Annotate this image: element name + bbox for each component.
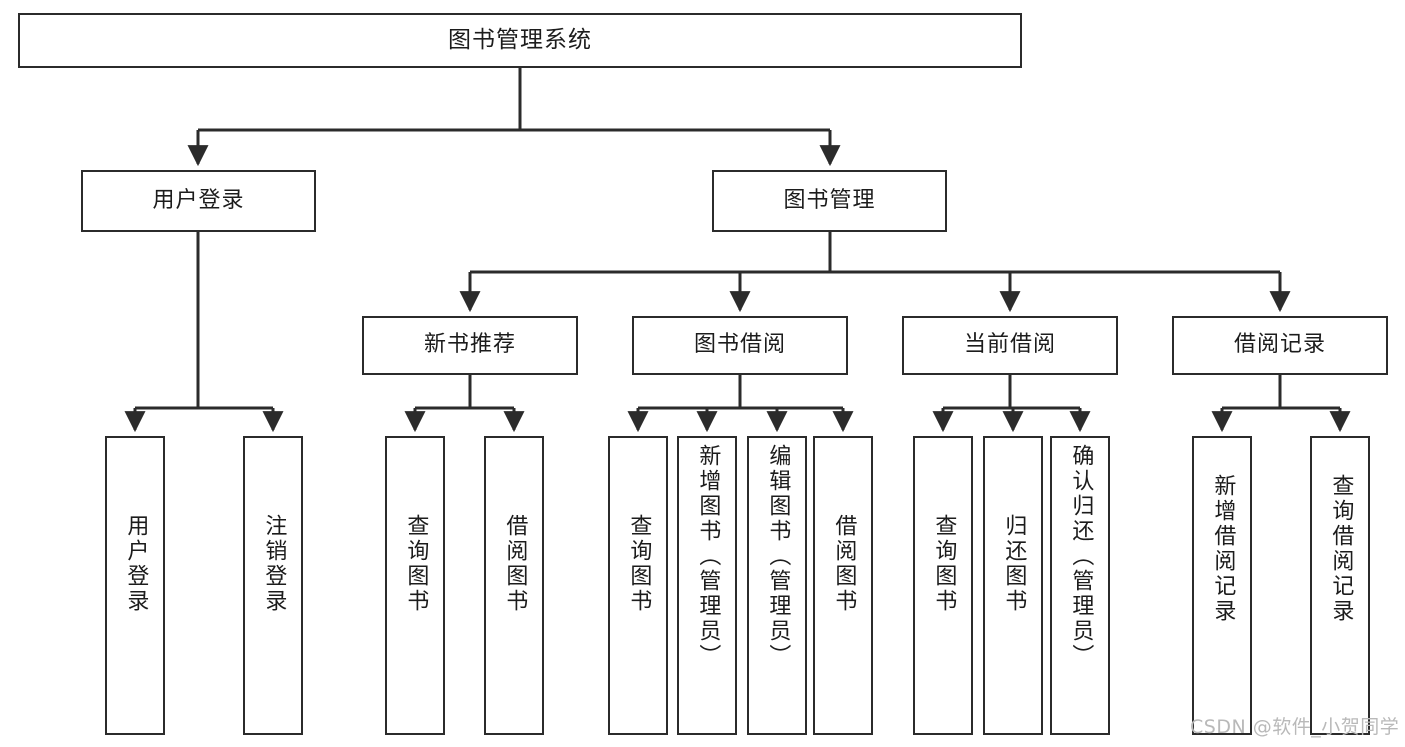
leaf-add-record-label: 新增借阅记录 xyxy=(1210,474,1236,624)
node-book-borrow[interactable]: 图书借阅 xyxy=(632,316,848,375)
leaf-borrow-book-1[interactable]: 借阅图书 xyxy=(484,436,544,735)
node-book-management[interactable]: 图书管理 xyxy=(712,170,947,232)
leaf-query-book-1-label: 查询图书 xyxy=(403,514,429,614)
node-user-login-label: 用户登录 xyxy=(152,187,245,213)
node-borrow-record-label: 借阅记录 xyxy=(1233,332,1326,358)
leaf-query-record[interactable]: 查询借阅记录 xyxy=(1310,436,1370,735)
leaf-query-book-2[interactable]: 查询图书 xyxy=(608,436,668,735)
node-new-book-recommend-label: 新书推荐 xyxy=(423,332,516,358)
node-book-management-label: 图书管理 xyxy=(783,187,876,213)
leaf-borrow-book-1-label: 借阅图书 xyxy=(502,514,528,614)
node-current-borrow-label: 当前借阅 xyxy=(963,332,1056,358)
leaf-add-book-label: 新增图书（管理员） xyxy=(695,444,721,669)
leaf-query-book-3[interactable]: 查询图书 xyxy=(913,436,973,735)
leaf-edit-book-label: 编辑图书（管理员） xyxy=(765,444,791,669)
leaf-query-book-3-label: 查询图书 xyxy=(931,514,957,614)
leaf-confirm-return[interactable]: 确认归还（管理员） xyxy=(1050,436,1110,735)
node-user-login[interactable]: 用户登录 xyxy=(81,170,316,232)
leaf-user-login[interactable]: 用户登录 xyxy=(105,436,165,735)
node-new-book-recommend[interactable]: 新书推荐 xyxy=(362,316,578,375)
leaf-logout-label: 注销登录 xyxy=(261,514,287,614)
leaf-query-book-1[interactable]: 查询图书 xyxy=(385,436,445,735)
leaf-add-record[interactable]: 新增借阅记录 xyxy=(1192,436,1252,735)
csdn-watermark: CSDN @软件_小贺同学 xyxy=(1190,716,1400,738)
leaf-return-book[interactable]: 归还图书 xyxy=(983,436,1043,735)
node-book-borrow-label: 图书借阅 xyxy=(693,332,786,358)
leaf-add-book[interactable]: 新增图书（管理员） xyxy=(677,436,737,735)
node-root-label: 图书管理系统 xyxy=(448,26,592,53)
leaf-edit-book[interactable]: 编辑图书（管理员） xyxy=(747,436,807,735)
node-current-borrow[interactable]: 当前借阅 xyxy=(902,316,1118,375)
leaf-query-record-label: 查询借阅记录 xyxy=(1328,474,1354,624)
leaf-return-book-label: 归还图书 xyxy=(1001,514,1027,614)
leaf-borrow-book-2[interactable]: 借阅图书 xyxy=(813,436,873,735)
leaf-user-login-label: 用户登录 xyxy=(123,514,149,614)
leaf-confirm-return-label: 确认归还（管理员） xyxy=(1068,444,1094,669)
leaf-query-book-2-label: 查询图书 xyxy=(626,514,652,614)
leaf-borrow-book-2-label: 借阅图书 xyxy=(831,514,857,614)
leaf-logout[interactable]: 注销登录 xyxy=(243,436,303,735)
node-borrow-record[interactable]: 借阅记录 xyxy=(1172,316,1388,375)
node-root[interactable]: 图书管理系统 xyxy=(18,13,1022,68)
